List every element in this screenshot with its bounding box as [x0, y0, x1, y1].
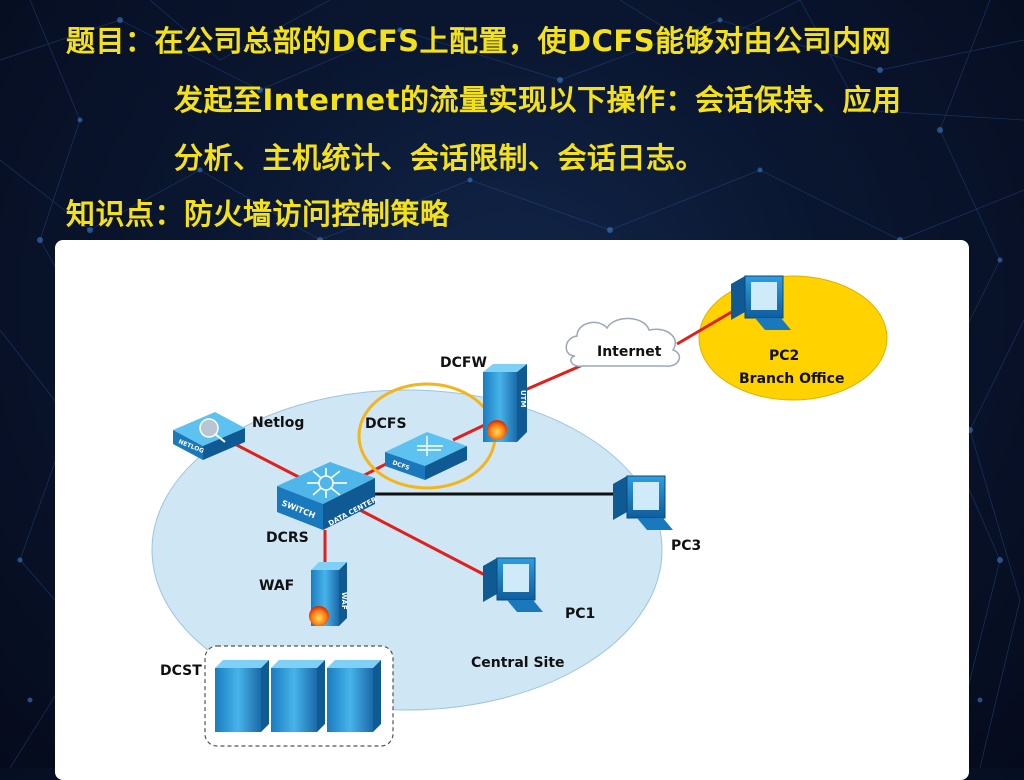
- storage-server-2: [271, 660, 325, 732]
- question-line-3: 分析、主机统计、会话限制、会话日志。: [174, 141, 706, 175]
- network-topology-diagram: WAF SWITCH DATA CENTER NETLO: [151, 275, 888, 747]
- label-dcrs: DCRS: [266, 530, 309, 546]
- storage-server-3: [327, 660, 381, 732]
- label-pc1: PC1: [565, 606, 595, 622]
- label-waf: WAF: [259, 578, 294, 594]
- dcfs-device-icon: DCFS: [385, 432, 467, 480]
- waf-device-icon: WAF: [309, 562, 348, 626]
- label-central-site: Central Site: [471, 655, 565, 671]
- label-pc3: PC3: [671, 538, 701, 554]
- pc3-icon: [613, 475, 673, 530]
- internet-cloud-icon: [565, 317, 681, 367]
- label-dcst: DCST: [160, 663, 202, 679]
- link-dcrs-pc1: [359, 508, 486, 577]
- waf-device-text: WAF: [340, 592, 348, 610]
- knowledge-point: 知识点：防火墙访问控制策略: [66, 197, 450, 231]
- netlog-device-icon: NETLOG: [173, 412, 245, 460]
- question-line-2: 发起至Internet的流量实现以下操作：会话保持、应用: [174, 83, 902, 117]
- topology-panel: WAF SWITCH DATA CENTER NETLO: [55, 240, 969, 780]
- question-line-1: 题目：在公司总部的DCFS上配置，使DCFS能够对由公司内网: [66, 24, 892, 58]
- label-netlog: Netlog: [252, 415, 304, 431]
- label-dcfs: DCFS: [365, 416, 407, 432]
- pc2-icon: [731, 275, 791, 330]
- label-internet: Internet: [597, 344, 662, 360]
- link-internet-pc2: [676, 308, 736, 346]
- pc1-icon: [483, 557, 543, 612]
- waf-fire-icon: [309, 606, 329, 626]
- utm-text: UTM: [519, 390, 527, 407]
- label-dcfw: DCFW: [440, 355, 487, 371]
- central-site-zone: [151, 389, 663, 711]
- storage-server-1: [215, 660, 269, 732]
- label-branch-office: Branch Office: [739, 371, 844, 387]
- dcfw-utm-icon: UTM: [483, 364, 527, 442]
- link-dcfw-internet: [524, 362, 586, 392]
- label-pc2: PC2: [769, 348, 799, 364]
- dcfw-fire-icon: [487, 420, 507, 440]
